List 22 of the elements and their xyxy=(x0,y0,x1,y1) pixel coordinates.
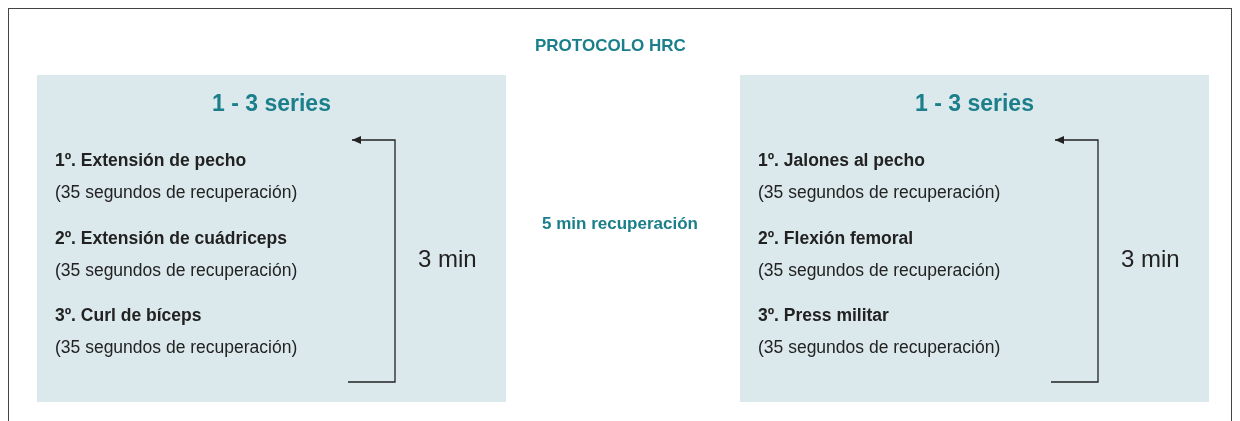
edge-label: 3 min xyxy=(418,245,477,273)
exercise-name: 3º. Curl de bíceps xyxy=(55,304,202,327)
exercise-name: 1º. Jalones al pecho xyxy=(758,149,925,172)
loop-arrow xyxy=(1050,136,1099,383)
series-heading: 1 - 3 series xyxy=(211,90,332,117)
rest-note: (35 segundos de recuperación) xyxy=(55,336,298,359)
rest-note: (35 segundos de recuperación) xyxy=(55,259,298,282)
exercise-name: 2º. Extensión de cuádriceps xyxy=(55,227,288,250)
edge-label: 3 min xyxy=(1121,245,1180,273)
rest-note: 5 min recuperación xyxy=(541,213,699,235)
rest-note: (35 segundos de recuperación) xyxy=(758,259,1001,282)
exercise-name: 1º. Extensión de pecho xyxy=(55,149,247,172)
loop-arrow xyxy=(347,136,396,383)
rest-note: (35 segundos de recuperación) xyxy=(55,181,298,204)
rest-note: (35 segundos de recuperación) xyxy=(758,336,1001,359)
series-heading: 1 - 3 series xyxy=(914,90,1035,117)
title: PROTOCOLO HRC xyxy=(535,36,686,56)
exercise-name: 2º. Flexión femoral xyxy=(758,227,914,250)
panel-background xyxy=(740,75,1209,402)
panel-background xyxy=(37,75,506,402)
exercise-name: 3º. Press militar xyxy=(758,304,889,327)
rest-note: (35 segundos de recuperación) xyxy=(758,181,1001,204)
